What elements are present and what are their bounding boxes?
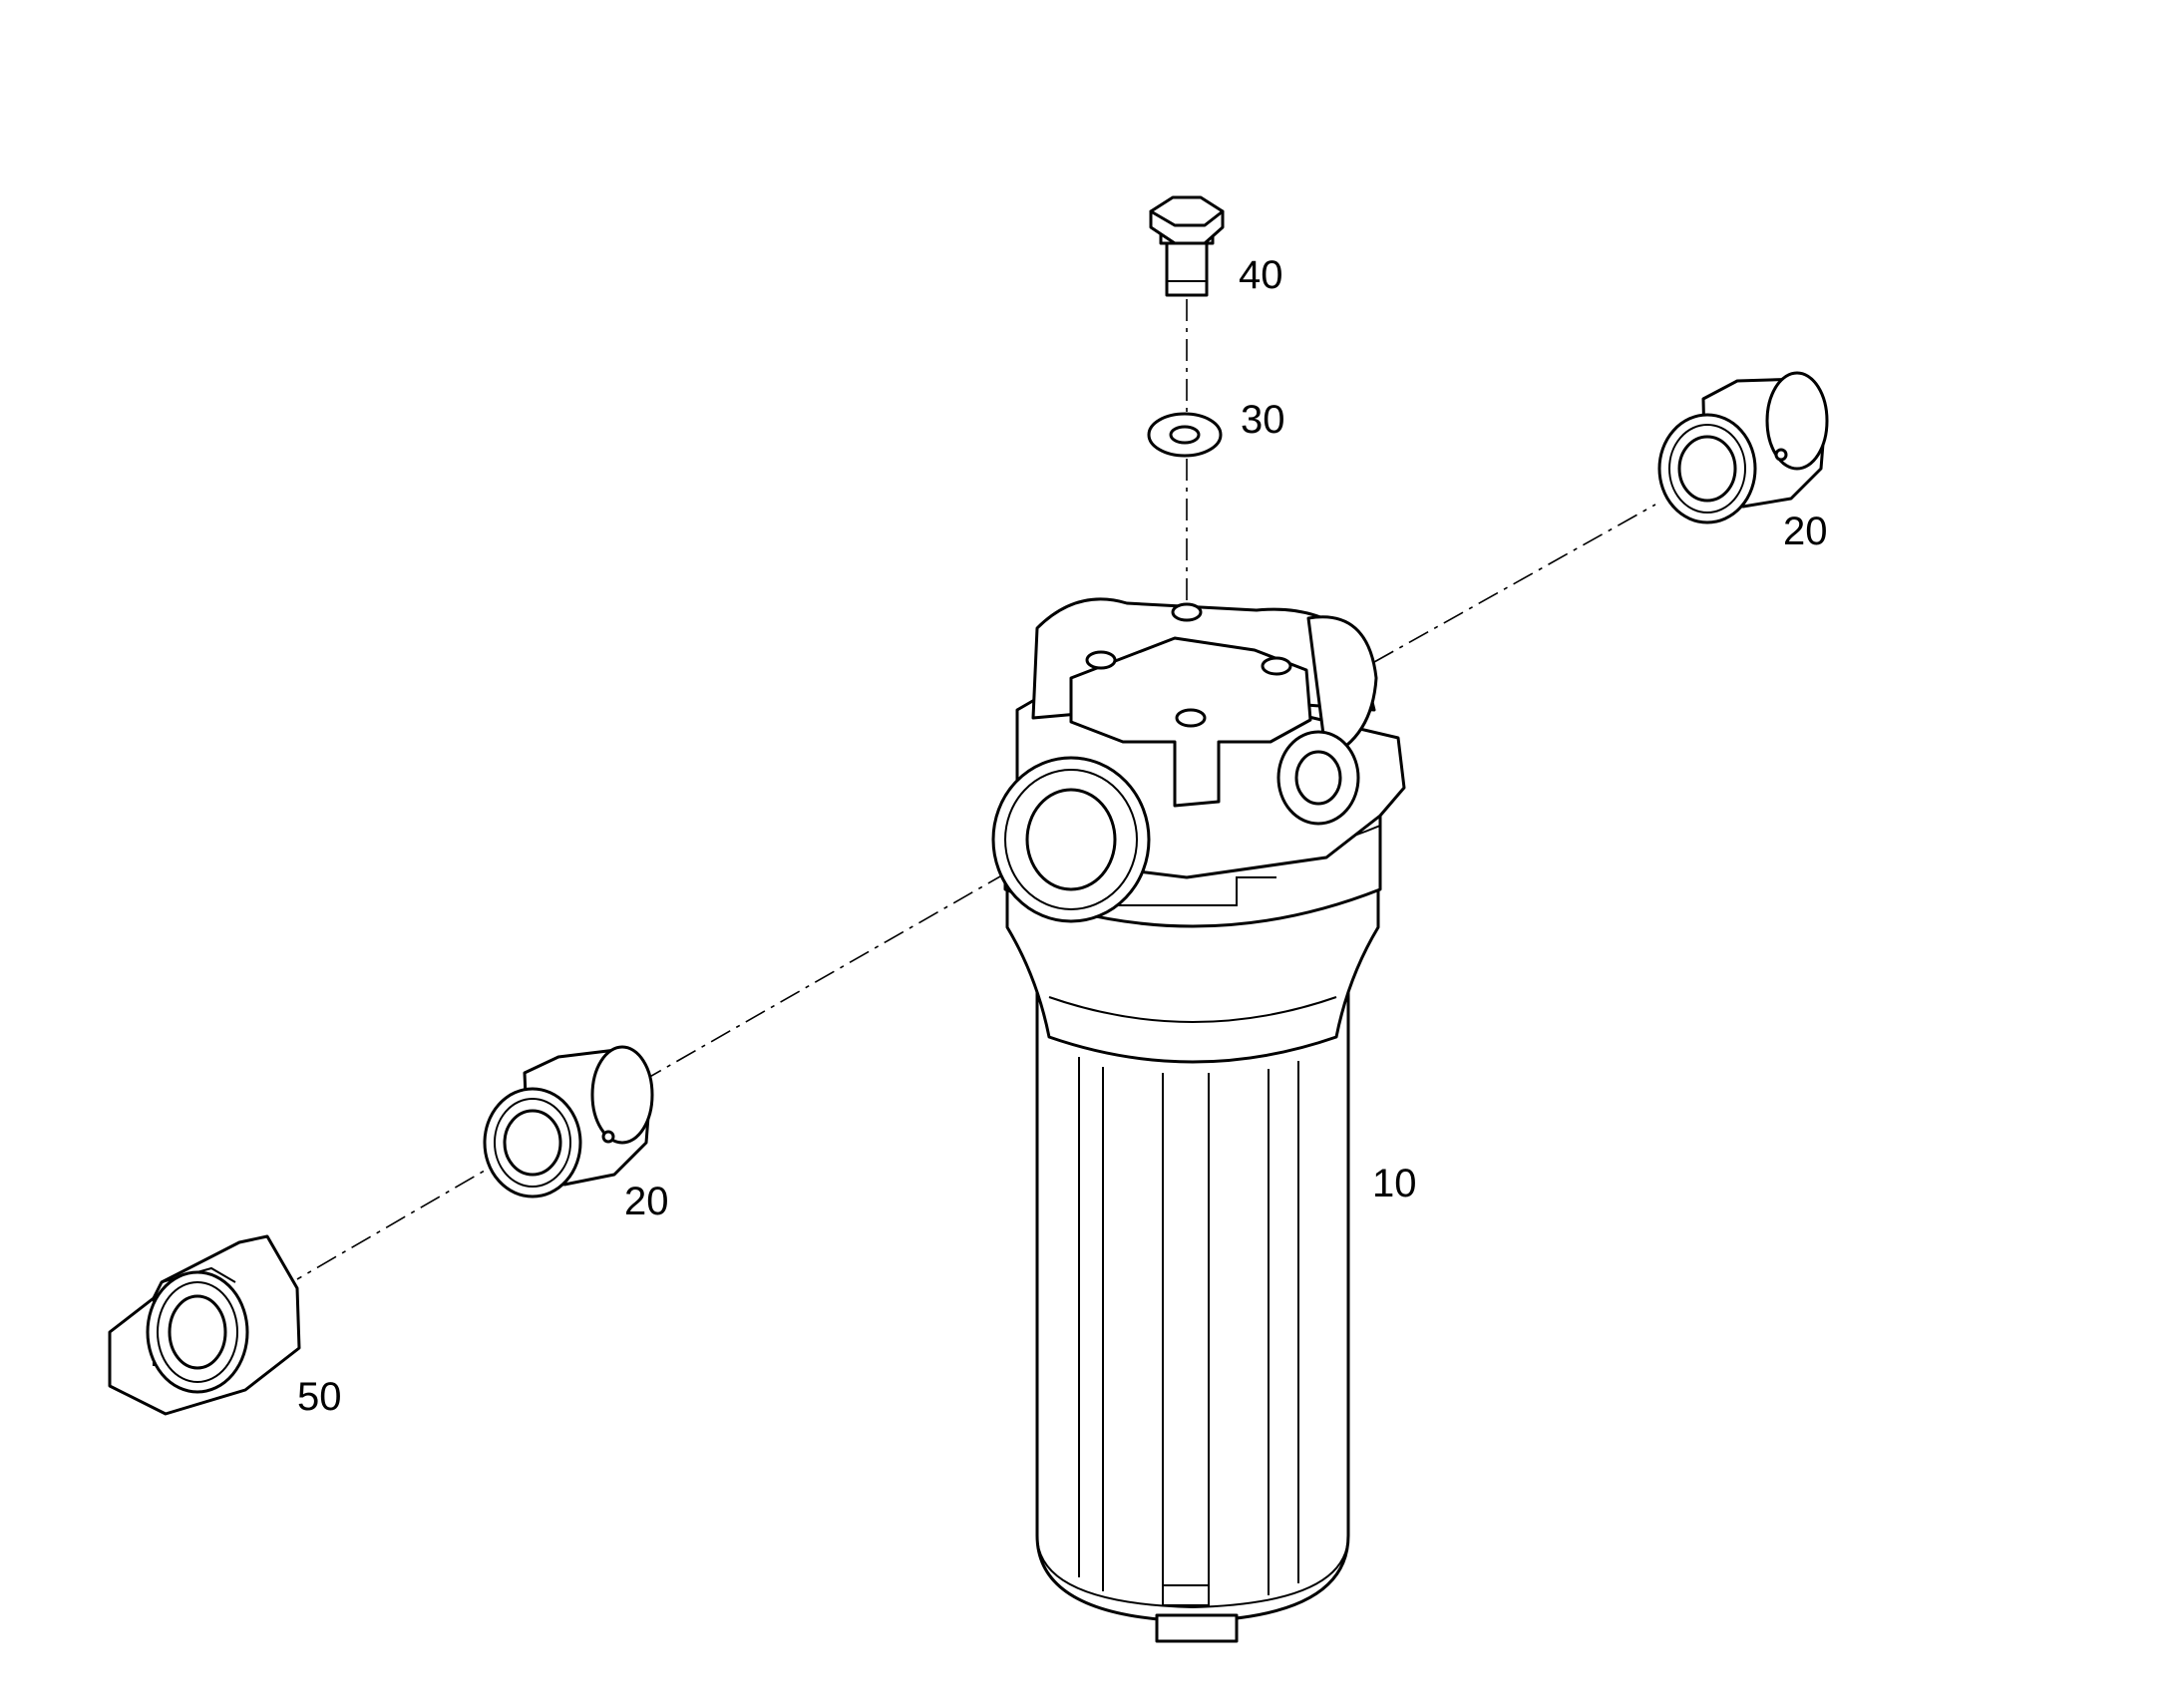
fitting-left — [483, 1045, 654, 1198]
callout-elbow: 50 — [297, 1375, 342, 1419]
assembly-axes — [296, 299, 1656, 1280]
callout-fitting-left: 20 — [624, 1180, 669, 1223]
axis-right — [1373, 504, 1656, 663]
elbow-fitting — [108, 1234, 301, 1416]
fitting-right — [1657, 371, 1829, 524]
axis-left-upper — [645, 871, 1008, 1080]
callout-washer: 30 — [1241, 398, 1285, 442]
callout-labels: 40 30 20 20 10 50 — [297, 253, 1828, 1419]
washer — [1147, 412, 1223, 458]
axis-left-lower — [296, 1156, 510, 1280]
hex-bolt — [1149, 195, 1225, 297]
callout-fitting-right: 20 — [1783, 510, 1828, 553]
callout-bolt: 40 — [1239, 253, 1283, 297]
filter-housing — [991, 597, 1406, 1643]
callout-filter-housing: 10 — [1372, 1162, 1417, 1205]
